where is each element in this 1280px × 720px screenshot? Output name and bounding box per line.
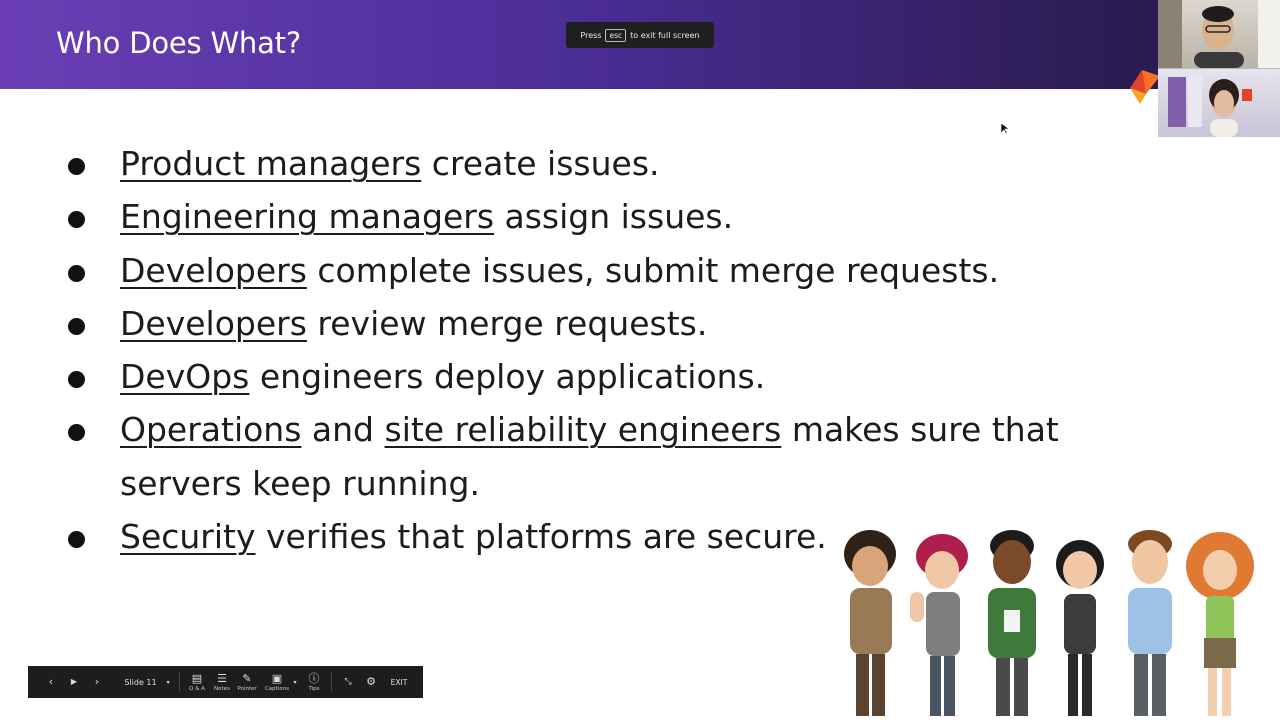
participant-video-tile[interactable] xyxy=(1158,0,1280,68)
captions-icon: ▣ xyxy=(271,671,283,685)
person-illustration xyxy=(1128,530,1172,716)
participant-avatar xyxy=(1158,0,1280,68)
bullet-dot-icon xyxy=(68,317,85,335)
presenter-toolbar: ‹ ▶ › Slide 11 ▾ ▤ Q & A ☰ Notes ✎ Point… xyxy=(28,666,423,698)
bullet-underlined-term: Developers xyxy=(120,303,307,343)
gitlab-logo xyxy=(1130,70,1160,104)
bullet-underlined-term: Engineering managers xyxy=(120,197,495,237)
toolbar-divider xyxy=(331,672,332,692)
notes-icon: ☰ xyxy=(217,671,227,685)
tips-label: Tips xyxy=(308,685,320,692)
bullet-underlined-term: Security xyxy=(120,517,256,557)
notes-label: Notes xyxy=(214,685,230,692)
bullet-text: engineers deploy applications. xyxy=(249,357,766,397)
chat-icon: ▤ xyxy=(191,671,203,685)
gear-icon: ⚙ xyxy=(366,675,376,688)
pointer-button[interactable]: ✎ Pointer xyxy=(235,666,259,698)
esc-key-badge: esc xyxy=(605,28,627,42)
fullscreen-banner: Press esc to exit full screen xyxy=(566,22,714,48)
tips-button[interactable]: ⓘ Tips xyxy=(304,666,324,698)
participant-avatar xyxy=(1168,75,1252,137)
play-button[interactable]: ▶ xyxy=(67,666,81,698)
bullet-underlined-term: DevOps xyxy=(120,357,250,397)
bullet-dot-icon xyxy=(68,211,85,229)
chevron-left-icon: ‹ xyxy=(48,675,54,688)
caret-down-icon: ▾ xyxy=(166,678,170,686)
bullet-text: review merge requests. xyxy=(306,303,708,343)
qa-label: Q & A xyxy=(189,685,205,692)
exit-button[interactable]: EXIT xyxy=(386,666,412,698)
bullet-text: verifies that platforms are secure. xyxy=(255,517,827,557)
fullscreen-exit-icon: ⤡ xyxy=(344,677,352,687)
bullet-underlined-term: Developers xyxy=(120,250,307,290)
pointer-label: Pointer xyxy=(237,685,257,692)
pointer-icon: ✎ xyxy=(242,671,252,685)
banner-suffix: to exit full screen xyxy=(630,30,700,40)
bullet-text: create issues. xyxy=(421,144,660,183)
person-illustration xyxy=(1186,532,1254,716)
bullet-dot-icon xyxy=(68,264,85,282)
bullet-item: Engineering managers assign issues. xyxy=(66,190,1166,243)
bullet-item: DevOps engineers deploy applications. xyxy=(66,350,1166,403)
captions-button[interactable]: ▣ Captions xyxy=(264,666,290,698)
bullet-item: Developers complete issues, submit merge… xyxy=(66,244,1166,297)
play-icon: ▶ xyxy=(70,677,78,686)
bullet-dot-icon xyxy=(68,531,85,549)
bullet-dot-icon xyxy=(68,158,85,175)
bullet-item: Operations and site reliability engineer… xyxy=(66,403,1166,510)
captions-label: Captions xyxy=(264,685,290,692)
participant-video-tile[interactable] xyxy=(1158,69,1280,137)
bullet-item: Security verifies that platforms are sec… xyxy=(66,510,1166,563)
bullet-underlined-term: site reliability engineers xyxy=(384,410,782,450)
slide-title: Who Does What? xyxy=(56,26,302,60)
previous-slide-button[interactable]: ‹ xyxy=(44,666,58,698)
person-illustration xyxy=(910,534,968,716)
bullet-text: and xyxy=(301,410,385,450)
chevron-right-icon: › xyxy=(94,675,100,688)
person-illustration xyxy=(1056,540,1104,716)
bullet-text: complete issues, submit merge requests. xyxy=(306,250,1000,290)
person-illustration xyxy=(988,530,1036,716)
settings-button[interactable]: ⚙ xyxy=(363,666,379,698)
person-illustration xyxy=(844,530,896,716)
video-tiles xyxy=(1158,0,1280,137)
bullet-list: Product managers create issues.Engineeri… xyxy=(66,137,1166,563)
notes-button[interactable]: ☰ Notes xyxy=(212,666,232,698)
banner-prefix: Press xyxy=(580,30,602,40)
info-icon: ⓘ xyxy=(308,671,320,685)
next-slide-button[interactable]: › xyxy=(90,666,104,698)
bullet-item: Developers review merge requests. xyxy=(66,297,1166,350)
bullet-underlined-term: Operations xyxy=(120,410,302,450)
bullet-underlined-term: Product managers xyxy=(120,144,422,183)
bullet-dot-icon xyxy=(68,371,85,389)
captions-options-button[interactable]: ▾ xyxy=(291,666,299,698)
mouse-cursor-icon xyxy=(1001,123,1010,135)
toolbar-divider xyxy=(179,672,180,692)
bullet-item: Product managers create issues. xyxy=(66,137,1166,190)
slide-header: Who Does What? xyxy=(0,0,1280,89)
qa-button[interactable]: ▤ Q & A xyxy=(187,666,207,698)
caret-down-icon: ▾ xyxy=(293,678,297,686)
exit-label: EXIT xyxy=(390,677,408,687)
bullet-text: makes sure that servers keep running. xyxy=(120,410,1059,503)
bullet-text: assign issues. xyxy=(494,197,734,237)
slide-label: Slide 11 xyxy=(124,677,157,687)
slide-selector[interactable]: Slide 11 ▾ xyxy=(120,666,174,698)
team-illustration xyxy=(844,530,1254,716)
exit-fullscreen-button[interactable]: ⤡ xyxy=(340,666,356,698)
bullet-dot-icon xyxy=(68,424,85,442)
